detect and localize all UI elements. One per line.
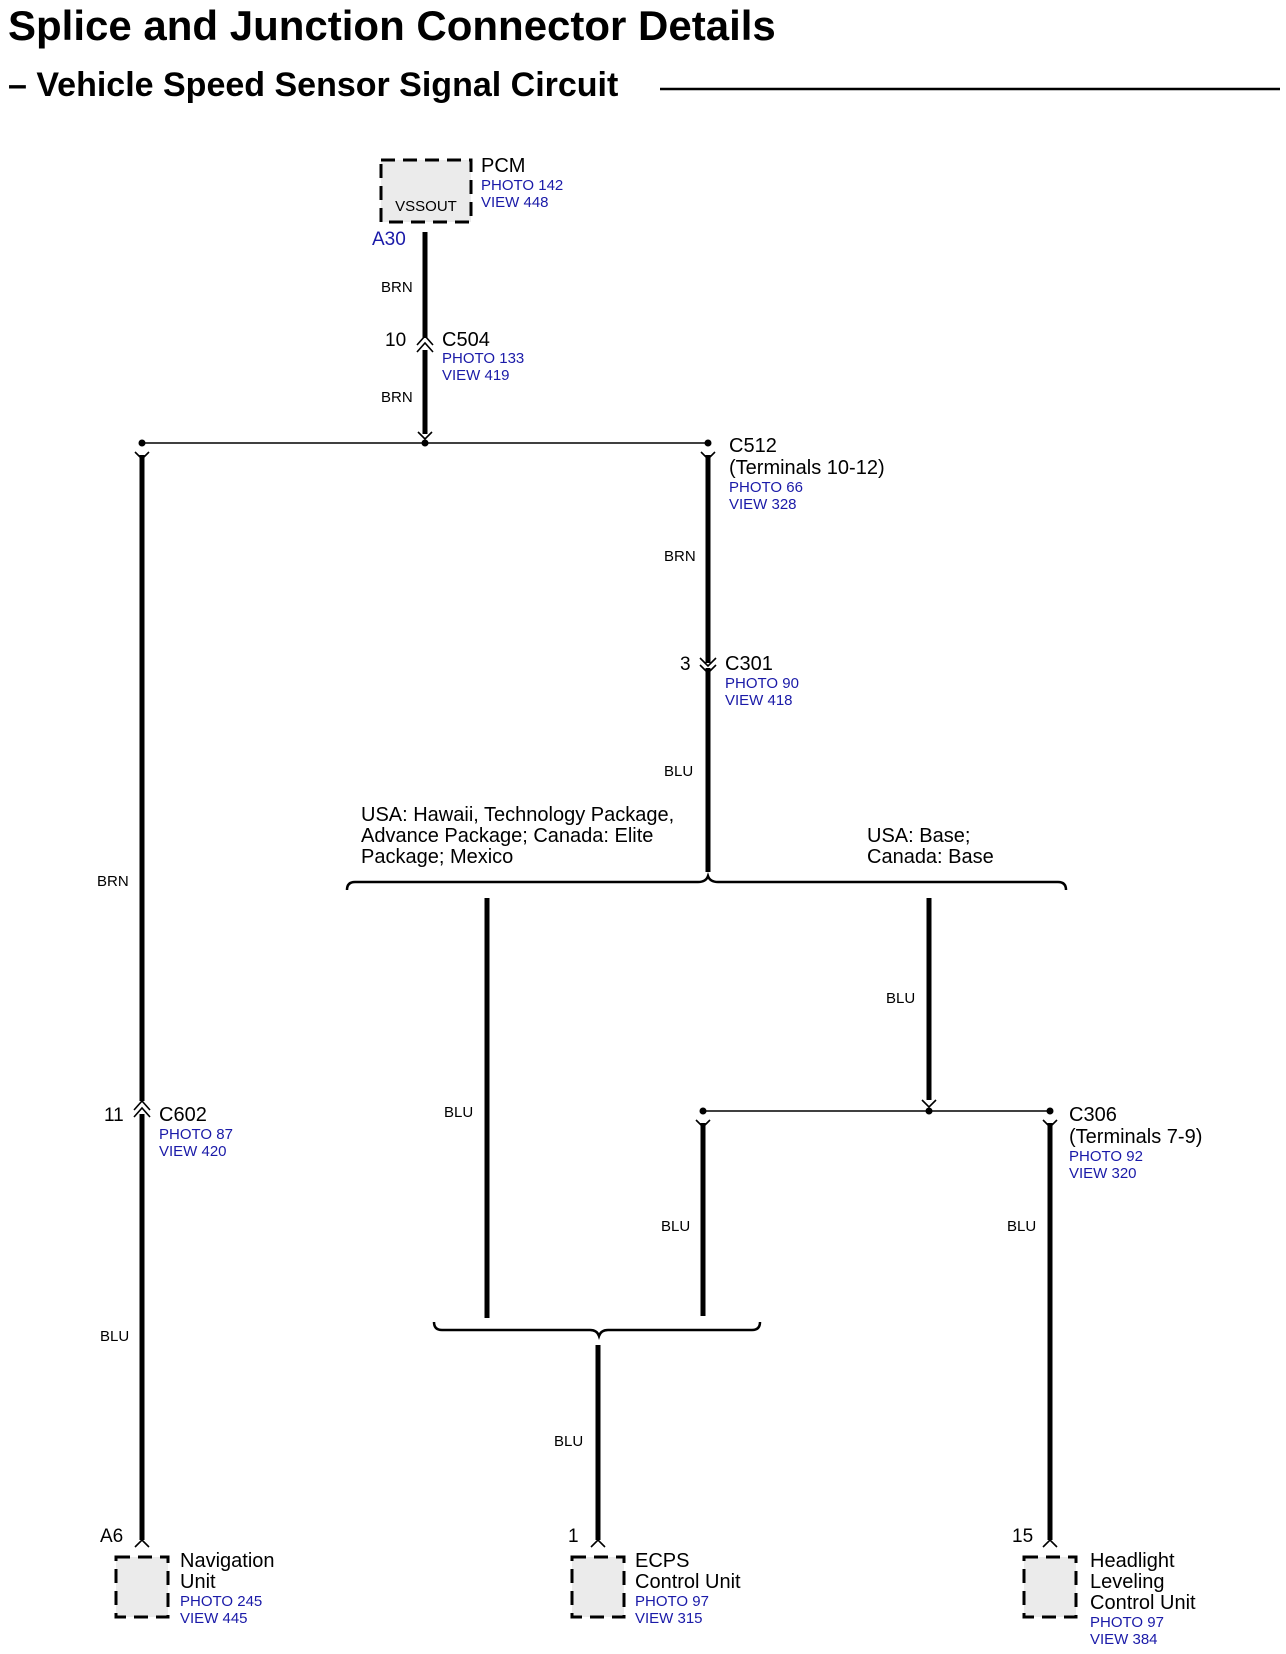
c504-view-ref[interactable]: VIEW 419 xyxy=(442,367,510,384)
wire-color-blu-6: BLU xyxy=(554,1433,583,1450)
c504-pin: 10 xyxy=(385,330,406,351)
c602-connector-icon xyxy=(133,1099,151,1118)
c301-pin: 3 xyxy=(680,654,691,675)
option-right-line-1: USA: Base; xyxy=(867,825,970,847)
c306-terminals: (Terminals 7-9) xyxy=(1069,1126,1202,1148)
headlight-photo-ref[interactable]: PHOTO 97 xyxy=(1090,1614,1164,1631)
c512-photo-ref[interactable]: PHOTO 66 xyxy=(729,479,803,496)
headlight-unit-label-2: Leveling xyxy=(1090,1571,1165,1593)
navigation-view-ref[interactable]: VIEW 445 xyxy=(180,1610,248,1627)
navigation-unit-label-2: Unit xyxy=(180,1571,216,1593)
headlight-terminal-icon xyxy=(1042,1538,1058,1548)
ecps-terminal-icon xyxy=(590,1538,606,1548)
c512-terminals: (Terminals 10-12) xyxy=(729,457,885,479)
subtitle-text: Vehicle Speed Sensor Signal Circuit xyxy=(36,66,618,104)
c602-photo-ref[interactable]: PHOTO 87 xyxy=(159,1126,233,1143)
wire-color-brn-3: BRN xyxy=(97,873,129,890)
navigation-terminal-icon xyxy=(134,1538,150,1548)
pcm-label: PCM xyxy=(481,155,525,177)
headlight-pin: 15 xyxy=(1012,1526,1033,1547)
page-subtitle: – Vehicle Speed Sensor Signal Circuit xyxy=(8,66,618,104)
c504-connector-icon xyxy=(416,334,434,353)
wire-color-brn-2: BRN xyxy=(381,389,413,406)
pcm-pin-a30: A30 xyxy=(372,229,406,250)
ecps-photo-ref[interactable]: PHOTO 97 xyxy=(635,1593,709,1610)
c504-photo-ref[interactable]: PHOTO 133 xyxy=(442,350,524,367)
splice-dot-center xyxy=(421,439,429,447)
c301-photo-ref[interactable]: PHOTO 90 xyxy=(725,675,799,692)
c504-label: C504 xyxy=(442,329,490,351)
c306-dot-left xyxy=(699,1107,707,1115)
pcm-photo-ref[interactable]: PHOTO 142 xyxy=(481,177,563,194)
wire-color-blu-nav: BLU xyxy=(100,1328,129,1345)
wire-color-blu-3: BLU xyxy=(886,990,915,1007)
option-brace xyxy=(345,872,1068,891)
ecps-unit-label-1: ECPS xyxy=(635,1550,689,1572)
navigation-unit-label-1: Navigation xyxy=(180,1550,275,1572)
ecps-unit-box[interactable] xyxy=(570,1555,626,1619)
option-left-line-2: Advance Package; Canada: Elite xyxy=(361,825,653,847)
c306-view-ref[interactable]: VIEW 320 xyxy=(1069,1165,1137,1182)
pcm-view-ref[interactable]: VIEW 448 xyxy=(481,194,549,211)
c504-female-terminal-icon xyxy=(417,431,433,441)
ecps-brace xyxy=(432,1321,762,1340)
c512-view-ref[interactable]: VIEW 328 xyxy=(729,496,797,513)
c306-dot-right xyxy=(1046,1107,1054,1115)
pcm-component-box[interactable] xyxy=(379,158,473,224)
c602-pin: 11 xyxy=(104,1105,124,1126)
c301-label: C301 xyxy=(725,653,773,675)
wire-color-brn-1: BRN xyxy=(381,279,413,296)
wire-color-brn-4: BRN xyxy=(664,548,696,565)
pcm-terminal-label: VSSOUT xyxy=(395,198,457,215)
c512-label: C512 xyxy=(729,435,777,457)
headlight-view-ref[interactable]: VIEW 384 xyxy=(1090,1631,1158,1648)
wire-color-blu-2: BLU xyxy=(444,1104,473,1121)
ecps-unit-label-2: Control Unit xyxy=(635,1571,741,1593)
headlight-unit-label-3: Control Unit xyxy=(1090,1592,1196,1614)
wire-color-blu-1: BLU xyxy=(664,763,693,780)
navigation-unit-box[interactable] xyxy=(114,1555,170,1619)
splice-dot-left xyxy=(138,439,146,447)
c306-dot-center xyxy=(925,1107,933,1115)
navigation-pin: A6 xyxy=(100,1526,123,1547)
splice-dot-right xyxy=(704,439,712,447)
headlight-unit-label-1: Headlight xyxy=(1090,1550,1175,1572)
wire-color-blu-5: BLU xyxy=(1007,1218,1036,1235)
c602-view-ref[interactable]: VIEW 420 xyxy=(159,1143,227,1160)
navigation-photo-ref[interactable]: PHOTO 245 xyxy=(180,1593,262,1610)
c306-photo-ref[interactable]: PHOTO 92 xyxy=(1069,1148,1143,1165)
ecps-pin: 1 xyxy=(568,1526,579,1547)
ecps-view-ref[interactable]: VIEW 315 xyxy=(635,1610,703,1627)
option-left-line-3: Package; Mexico xyxy=(361,846,513,868)
c602-label: C602 xyxy=(159,1104,207,1126)
wire-color-blu-4: BLU xyxy=(661,1218,690,1235)
c306-input-terminal-icon xyxy=(921,1099,937,1109)
headlight-unit-box[interactable] xyxy=(1022,1555,1078,1619)
option-right-line-2: Canada: Base xyxy=(867,846,994,868)
page-title: Splice and Junction Connector Details xyxy=(8,2,776,49)
c301-view-ref[interactable]: VIEW 418 xyxy=(725,692,793,709)
c306-label: C306 xyxy=(1069,1104,1117,1126)
option-left-line-1: USA: Hawaii, Technology Package, xyxy=(361,804,674,826)
